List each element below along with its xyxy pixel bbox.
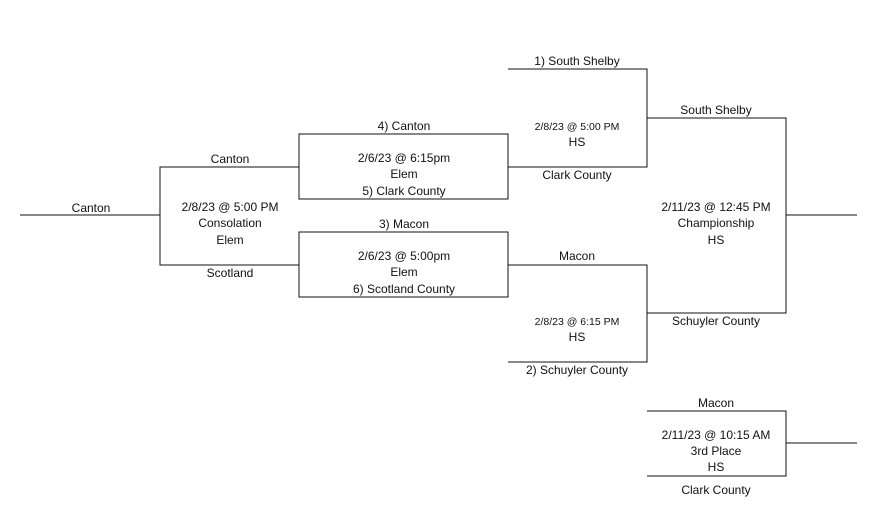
semifinal-bottom-seed: 2) Schuyler County xyxy=(525,363,629,377)
third-place-location: HS xyxy=(707,460,725,474)
consolation-top-team: Canton xyxy=(210,152,250,166)
semifinal-top-date-time: 2/8/23 @ 5:00 PM xyxy=(534,121,620,133)
championship-location: HS xyxy=(707,233,725,247)
semifinal-top-bottom-team: Clark County xyxy=(542,168,612,182)
third-place-date-time: 2/11/23 @ 10:15 AM xyxy=(661,428,771,442)
third-place-top-team: Macon xyxy=(697,396,735,410)
quarterfinal-a-location: Elem xyxy=(390,167,418,181)
consolation-bottom-team: Scotland xyxy=(206,266,254,280)
semifinal-top-location: HS xyxy=(568,135,586,149)
semifinal-bottom-top-team: Macon xyxy=(558,249,596,263)
quarterfinal-b-bracket xyxy=(298,231,509,298)
consolation-date-time: 2/8/23 @ 5:00 PM xyxy=(181,200,279,214)
consolation-location: Elem xyxy=(216,233,244,247)
championship-top-team: South Shelby xyxy=(680,103,752,117)
quarterfinal-a-date-time: 2/6/23 @ 6:15pm xyxy=(357,151,451,165)
quarterfinal-b-bottom-seed: 6) Scotland County xyxy=(352,282,456,296)
quarterfinal-b-date-time: 2/6/23 @ 5:00pm xyxy=(357,249,451,263)
semifinal-top-seed: 1) South Shelby xyxy=(534,54,620,68)
semifinal-bottom-bracket xyxy=(508,264,648,363)
semifinal-bottom-location: HS xyxy=(568,330,586,344)
semifinal-bottom-date-time: 2/8/23 @ 6:15 PM xyxy=(534,316,620,328)
quarterfinal-b-top-seed: 3) Macon xyxy=(378,217,430,231)
third-place-round: 3rd Place xyxy=(690,444,742,458)
championship-round: Championship xyxy=(677,216,755,230)
championship-bottom-team: Schuyler County xyxy=(671,314,761,328)
consolation-round: Consolation xyxy=(198,216,262,230)
semifinal-top-bracket xyxy=(508,68,648,168)
quarterfinal-b-location: Elem xyxy=(390,265,418,279)
third-place-bottom-team: Clark County xyxy=(681,483,751,497)
consolation-winner: Canton xyxy=(71,201,111,215)
quarterfinal-a-top-seed: 4) Canton xyxy=(377,119,431,133)
quarterfinal-a-bottom-seed: 5) Clark County xyxy=(362,184,446,198)
quarterfinal-a-bracket xyxy=(298,133,509,200)
championship-date-time: 2/11/23 @ 12:45 PM xyxy=(661,200,771,214)
consolation-bracket xyxy=(159,166,299,266)
